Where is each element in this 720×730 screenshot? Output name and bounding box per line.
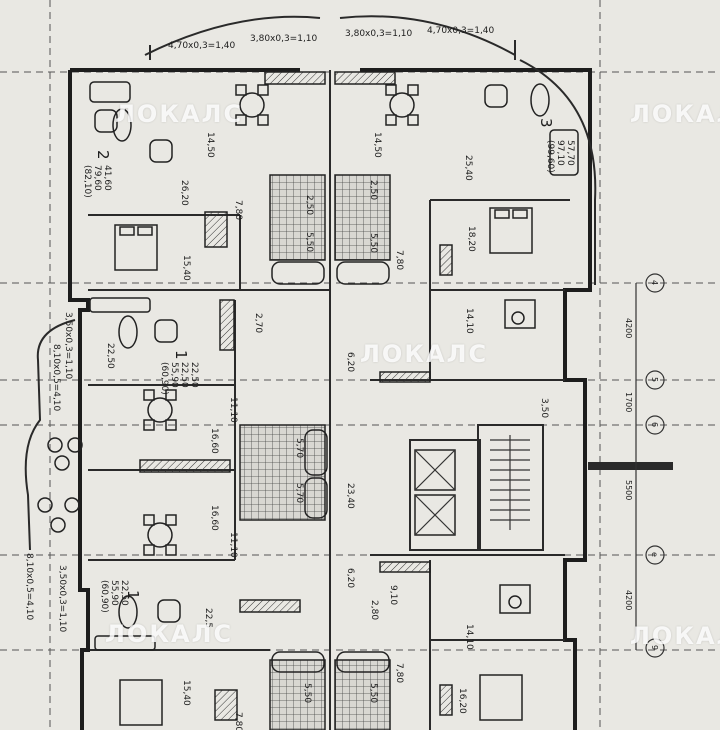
axis-markers: 4 5 6 e 9 4200 1700 5500 4200 bbox=[624, 273, 665, 658]
room-area: 11,10 bbox=[228, 532, 238, 558]
room-area: 6,20 bbox=[345, 352, 355, 372]
room-area: 25,40 bbox=[463, 155, 473, 181]
room-area: 5,70 bbox=[294, 483, 304, 503]
room-area: 23,40 bbox=[345, 483, 355, 509]
apartment-area: (60,90) bbox=[99, 580, 109, 613]
room-area: 3,50 bbox=[539, 398, 549, 418]
room-area: 22,5 bbox=[203, 608, 213, 628]
room-area: 7,80 bbox=[233, 712, 243, 730]
kitchen-counters bbox=[139, 71, 431, 721]
apartment-number: 1 bbox=[172, 350, 190, 360]
axis-label: e bbox=[650, 552, 659, 557]
dimension-label: 4200 bbox=[624, 318, 633, 338]
apartment-area: (60,90) bbox=[159, 362, 169, 395]
window-dimensions: 4,70x0,3=1,40 3,80x0,3=1,10 3,80x0,3=1,1… bbox=[24, 26, 495, 633]
room-area: 2,80 bbox=[369, 600, 379, 620]
apartment-area: 57,70 bbox=[565, 140, 575, 166]
room-area: 16,60 bbox=[209, 505, 219, 531]
apartment-number: 2 bbox=[94, 150, 112, 160]
furniture bbox=[37, 81, 579, 726]
room-area: 2,70 bbox=[253, 313, 263, 333]
room-area: 2,50 bbox=[368, 180, 378, 200]
room-area: 18,20 bbox=[466, 226, 476, 252]
window-label: 8,10x0,5=4,10 bbox=[51, 344, 61, 412]
room-area: 5,50 bbox=[302, 683, 312, 703]
watermark: ЛОКАЛС bbox=[360, 340, 489, 368]
window-label: 8,10x0,5=4,10 bbox=[24, 553, 34, 621]
dimension-label: 1700 bbox=[624, 392, 633, 412]
room-area: 22,50 bbox=[189, 362, 199, 388]
room-areas: 14,50 14,50 26,20 25,40 7,80 7,80 7,80 7… bbox=[105, 132, 549, 730]
window-label: 3,80x0,3=1,10 bbox=[250, 34, 318, 44]
room-area: 5,50 bbox=[368, 683, 378, 703]
room-area: 14,10 bbox=[464, 308, 474, 334]
bathrooms bbox=[239, 174, 391, 730]
room-area: 7,80 bbox=[394, 663, 404, 683]
apartment-area: 55,90 bbox=[169, 362, 179, 388]
watermark: ЛОКАЛС bbox=[630, 100, 720, 128]
room-area: 6,20 bbox=[345, 568, 355, 588]
apartment-area: 55,90 bbox=[109, 580, 119, 606]
room-area: 14,10 bbox=[464, 624, 474, 650]
window-label: 4,70x0,3=1,40 bbox=[427, 26, 495, 36]
room-area: 5,70 bbox=[294, 438, 304, 458]
window-label: 4,70x0,3=1,40 bbox=[168, 41, 236, 51]
room-area: 5,50 bbox=[304, 232, 314, 252]
outer-walls bbox=[24, 15, 597, 730]
apartment-area: 22,50 bbox=[119, 580, 129, 606]
axis-label: 6 bbox=[650, 422, 659, 427]
room-area: 7,80 bbox=[394, 250, 404, 270]
apartment-area: (99,60) bbox=[545, 140, 555, 173]
window-label: 3,50x0,3=1,10 bbox=[63, 312, 73, 380]
apartment-area: 79,60 bbox=[92, 165, 102, 191]
room-area: 15,40 bbox=[181, 255, 191, 281]
stair-core bbox=[409, 424, 673, 551]
apartment-number: 1 bbox=[124, 590, 142, 600]
watermark: ЛОКАЛС bbox=[630, 622, 720, 650]
apartment-area: 97,10 bbox=[555, 140, 565, 166]
axis-label: 9 bbox=[650, 645, 659, 650]
room-area: 2,50 bbox=[304, 195, 314, 215]
room-area: 15,40 bbox=[181, 680, 191, 706]
window-label: 3,80x0,3=1,10 bbox=[345, 29, 413, 39]
room-area: 22,50 bbox=[105, 343, 115, 369]
apartment-area: 22,50 bbox=[179, 362, 189, 388]
dimension-label: 5500 bbox=[624, 480, 633, 500]
dimension-label: 4200 bbox=[624, 590, 633, 610]
axis-label: 4 bbox=[650, 280, 659, 285]
room-area: 16,20 bbox=[457, 688, 467, 714]
window-label: 3,50x0,3=1,10 bbox=[57, 565, 67, 633]
apartment-labels: 2 41,60 79,60 (82,10) 3 57,70 97,10 (99,… bbox=[82, 118, 575, 613]
apartment-area: (82,10) bbox=[82, 165, 92, 198]
room-area: 9,10 bbox=[388, 585, 398, 605]
room-area: 5,50 bbox=[368, 233, 378, 253]
room-area: 14,50 bbox=[372, 132, 382, 158]
room-area: 11,10 bbox=[228, 397, 238, 423]
watermark: ЛОКАЛС bbox=[115, 100, 244, 128]
apartment-number: 3 bbox=[537, 118, 555, 128]
room-area: 26,20 bbox=[179, 180, 189, 206]
watermark: ЛОКАЛС bbox=[105, 620, 234, 648]
room-area: 7,80 bbox=[233, 200, 243, 220]
room-area: 14,50 bbox=[205, 132, 215, 158]
room-area: 16,60 bbox=[209, 428, 219, 454]
apartment-area: 41,60 bbox=[102, 165, 112, 191]
axis-label: 5 bbox=[650, 377, 659, 382]
